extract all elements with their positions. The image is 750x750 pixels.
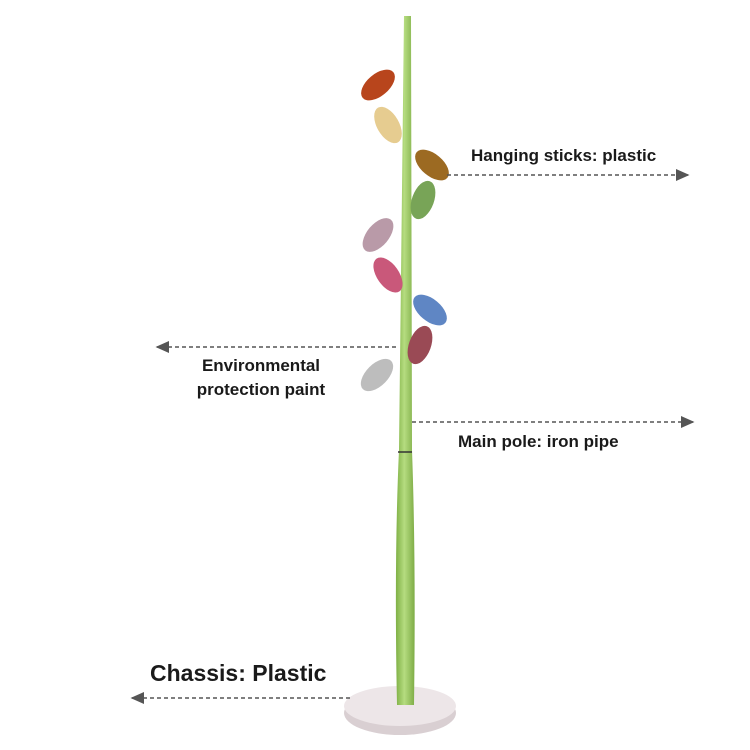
chassis-base bbox=[344, 686, 456, 735]
main-pole bbox=[395, 16, 415, 705]
label-paint-line1: Environmental bbox=[201, 356, 321, 375]
hook-leaf bbox=[362, 218, 394, 252]
hook-leaf bbox=[407, 325, 433, 365]
hook-leaf bbox=[360, 358, 394, 392]
label-main-pole: Main pole: iron pipe bbox=[458, 432, 619, 451]
label-paint-line2: protection paint bbox=[196, 380, 326, 399]
label-hanging-sticks: Hanging sticks: plastic bbox=[471, 146, 657, 165]
hook-leaf bbox=[413, 294, 447, 326]
hook-leaf bbox=[361, 69, 395, 101]
hook-leaf bbox=[374, 106, 402, 144]
hook-leaf bbox=[415, 149, 449, 181]
hanging-hooks bbox=[360, 69, 449, 392]
hook-leaf bbox=[373, 257, 403, 293]
label-chassis: Chassis: Plastic bbox=[150, 660, 327, 686]
hook-leaf bbox=[410, 180, 436, 220]
